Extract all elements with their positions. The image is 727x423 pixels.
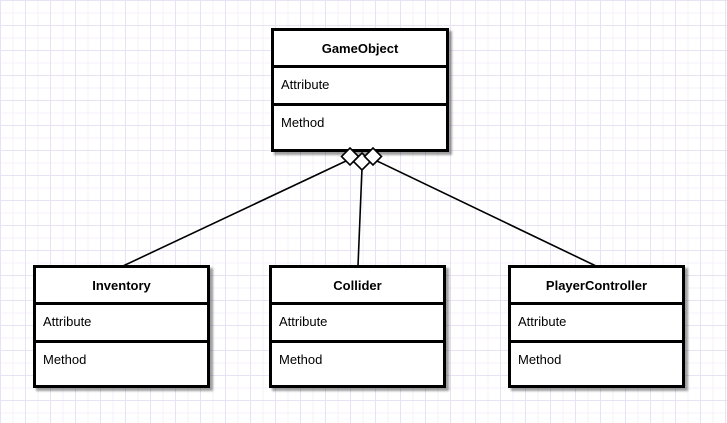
aggregation-edge-gameobject-collider[interactable] <box>357 167 363 267</box>
class-box-collider[interactable]: Collider Attribute Method <box>269 265 446 388</box>
method-row-gameobject[interactable]: Method <box>274 103 446 149</box>
class-title-inventory[interactable]: Inventory <box>92 277 151 293</box>
attribute-row-playercontroller[interactable]: Attribute <box>511 302 682 340</box>
method-row-collider[interactable]: Method <box>272 340 443 385</box>
class-box-gameobject[interactable]: GameObject Attribute Method <box>271 28 449 152</box>
class-title-playercontroller[interactable]: PlayerController <box>545 277 648 293</box>
class-title-gameobject[interactable]: GameObject <box>321 40 399 56</box>
aggregation-edge-gameobject-inventory[interactable] <box>122 160 347 267</box>
aggregation-edge-gameobject-playercontroller[interactable] <box>376 160 597 267</box>
aggregation-diamond-icon <box>352 151 372 172</box>
class-box-playercontroller[interactable]: PlayerController Attribute Method <box>508 265 685 388</box>
method-row-playercontroller[interactable]: Method <box>511 340 682 385</box>
class-box-inventory[interactable]: Inventory Attribute Method <box>33 265 210 388</box>
class-title-collider[interactable]: Collider <box>333 277 382 293</box>
attribute-row-inventory[interactable]: Attribute <box>36 302 207 340</box>
method-row-inventory[interactable]: Method <box>36 340 207 385</box>
attribute-row-collider[interactable]: Attribute <box>272 302 443 340</box>
attribute-row-gameobject[interactable]: Attribute <box>274 65 446 103</box>
